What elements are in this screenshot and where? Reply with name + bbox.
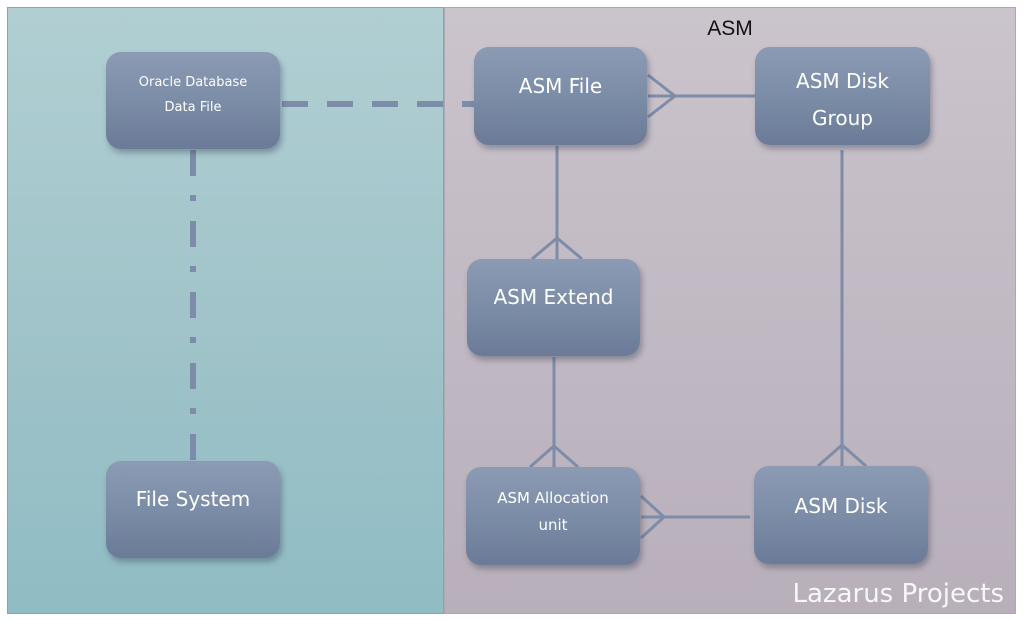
node-label: ASM Disk: [794, 494, 888, 518]
node-label-line2: Group: [812, 106, 873, 130]
node-asm-allocation-unit: ASM Allocation unit: [466, 467, 640, 565]
crows-foot-extend: [531, 236, 583, 261]
node-oracle-database-data-file: Oracle Database Data File: [106, 52, 280, 149]
node-file-system: File System: [106, 461, 280, 558]
node-label-line2: unit: [538, 516, 568, 534]
crows-foot-asmfile: [647, 73, 676, 119]
node-label-line1: Oracle Database: [138, 75, 248, 90]
node-asm-disk: ASM Disk: [754, 466, 928, 564]
node-label-line1: ASM Allocation: [497, 489, 609, 507]
node-label-line2: Data File: [164, 100, 222, 115]
crows-foot-disk: [817, 443, 867, 468]
crows-foot-alloc-top: [529, 444, 579, 469]
node-asm-disk-group: ASM Disk Group: [755, 47, 930, 145]
watermark: Lazarus Projects: [792, 579, 1004, 609]
node-label-line1: ASM Disk: [796, 69, 889, 93]
node-label: ASM File: [518, 74, 603, 98]
asm-region-title: ASM: [707, 17, 753, 40]
crows-foot-alloc-side: [639, 494, 666, 540]
node-label: ASM Extend: [493, 285, 614, 309]
node-asm-extend: ASM Extend: [467, 259, 640, 356]
node-label: File System: [135, 487, 251, 511]
node-asm-file: ASM File: [474, 47, 647, 145]
